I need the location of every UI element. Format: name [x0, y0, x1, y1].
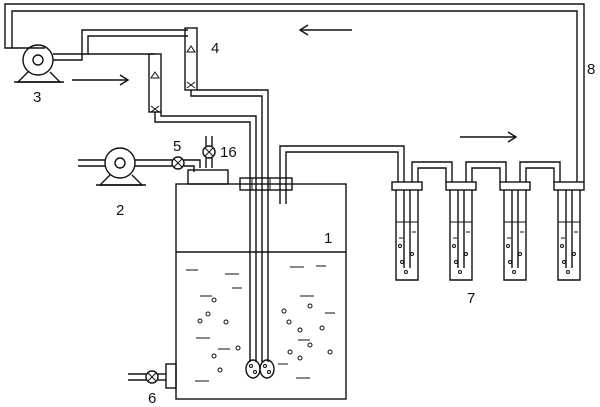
- valve-air-icon: [171, 156, 185, 170]
- absorber-2: [445, 181, 477, 281]
- label-return-pipe: 8: [587, 61, 595, 78]
- label-valve-drain: 6: [148, 390, 156, 407]
- flow-arrow-left: [72, 74, 130, 86]
- absorber-tubes: [391, 181, 585, 281]
- valve-drain-icon: [145, 370, 159, 384]
- label-pump-top: 3: [33, 89, 41, 106]
- flow-arrow-right: [460, 131, 518, 143]
- bubble-icon: [245, 359, 275, 379]
- label-valve-vent: 16: [220, 144, 237, 161]
- absorber-3: [499, 181, 531, 281]
- return-pipe: [4, 3, 585, 182]
- liquid-marks: [186, 265, 335, 382]
- valve-vent-icon: [202, 145, 216, 159]
- pump-bottom-icon: [96, 147, 146, 186]
- tank: [175, 177, 347, 400]
- pump-top-icon: [14, 44, 64, 83]
- label-tank: 1: [324, 230, 332, 247]
- flow-arrow-top: [298, 24, 352, 36]
- label-valve-air: 5: [173, 138, 181, 155]
- absorber-4: [553, 181, 585, 281]
- absorber-1: [391, 181, 423, 281]
- label-absorbers: 7: [467, 290, 475, 307]
- flowmeter-icon: [148, 27, 198, 113]
- label-pump-bottom: 2: [116, 202, 124, 219]
- label-flowmeters: 4: [211, 40, 219, 57]
